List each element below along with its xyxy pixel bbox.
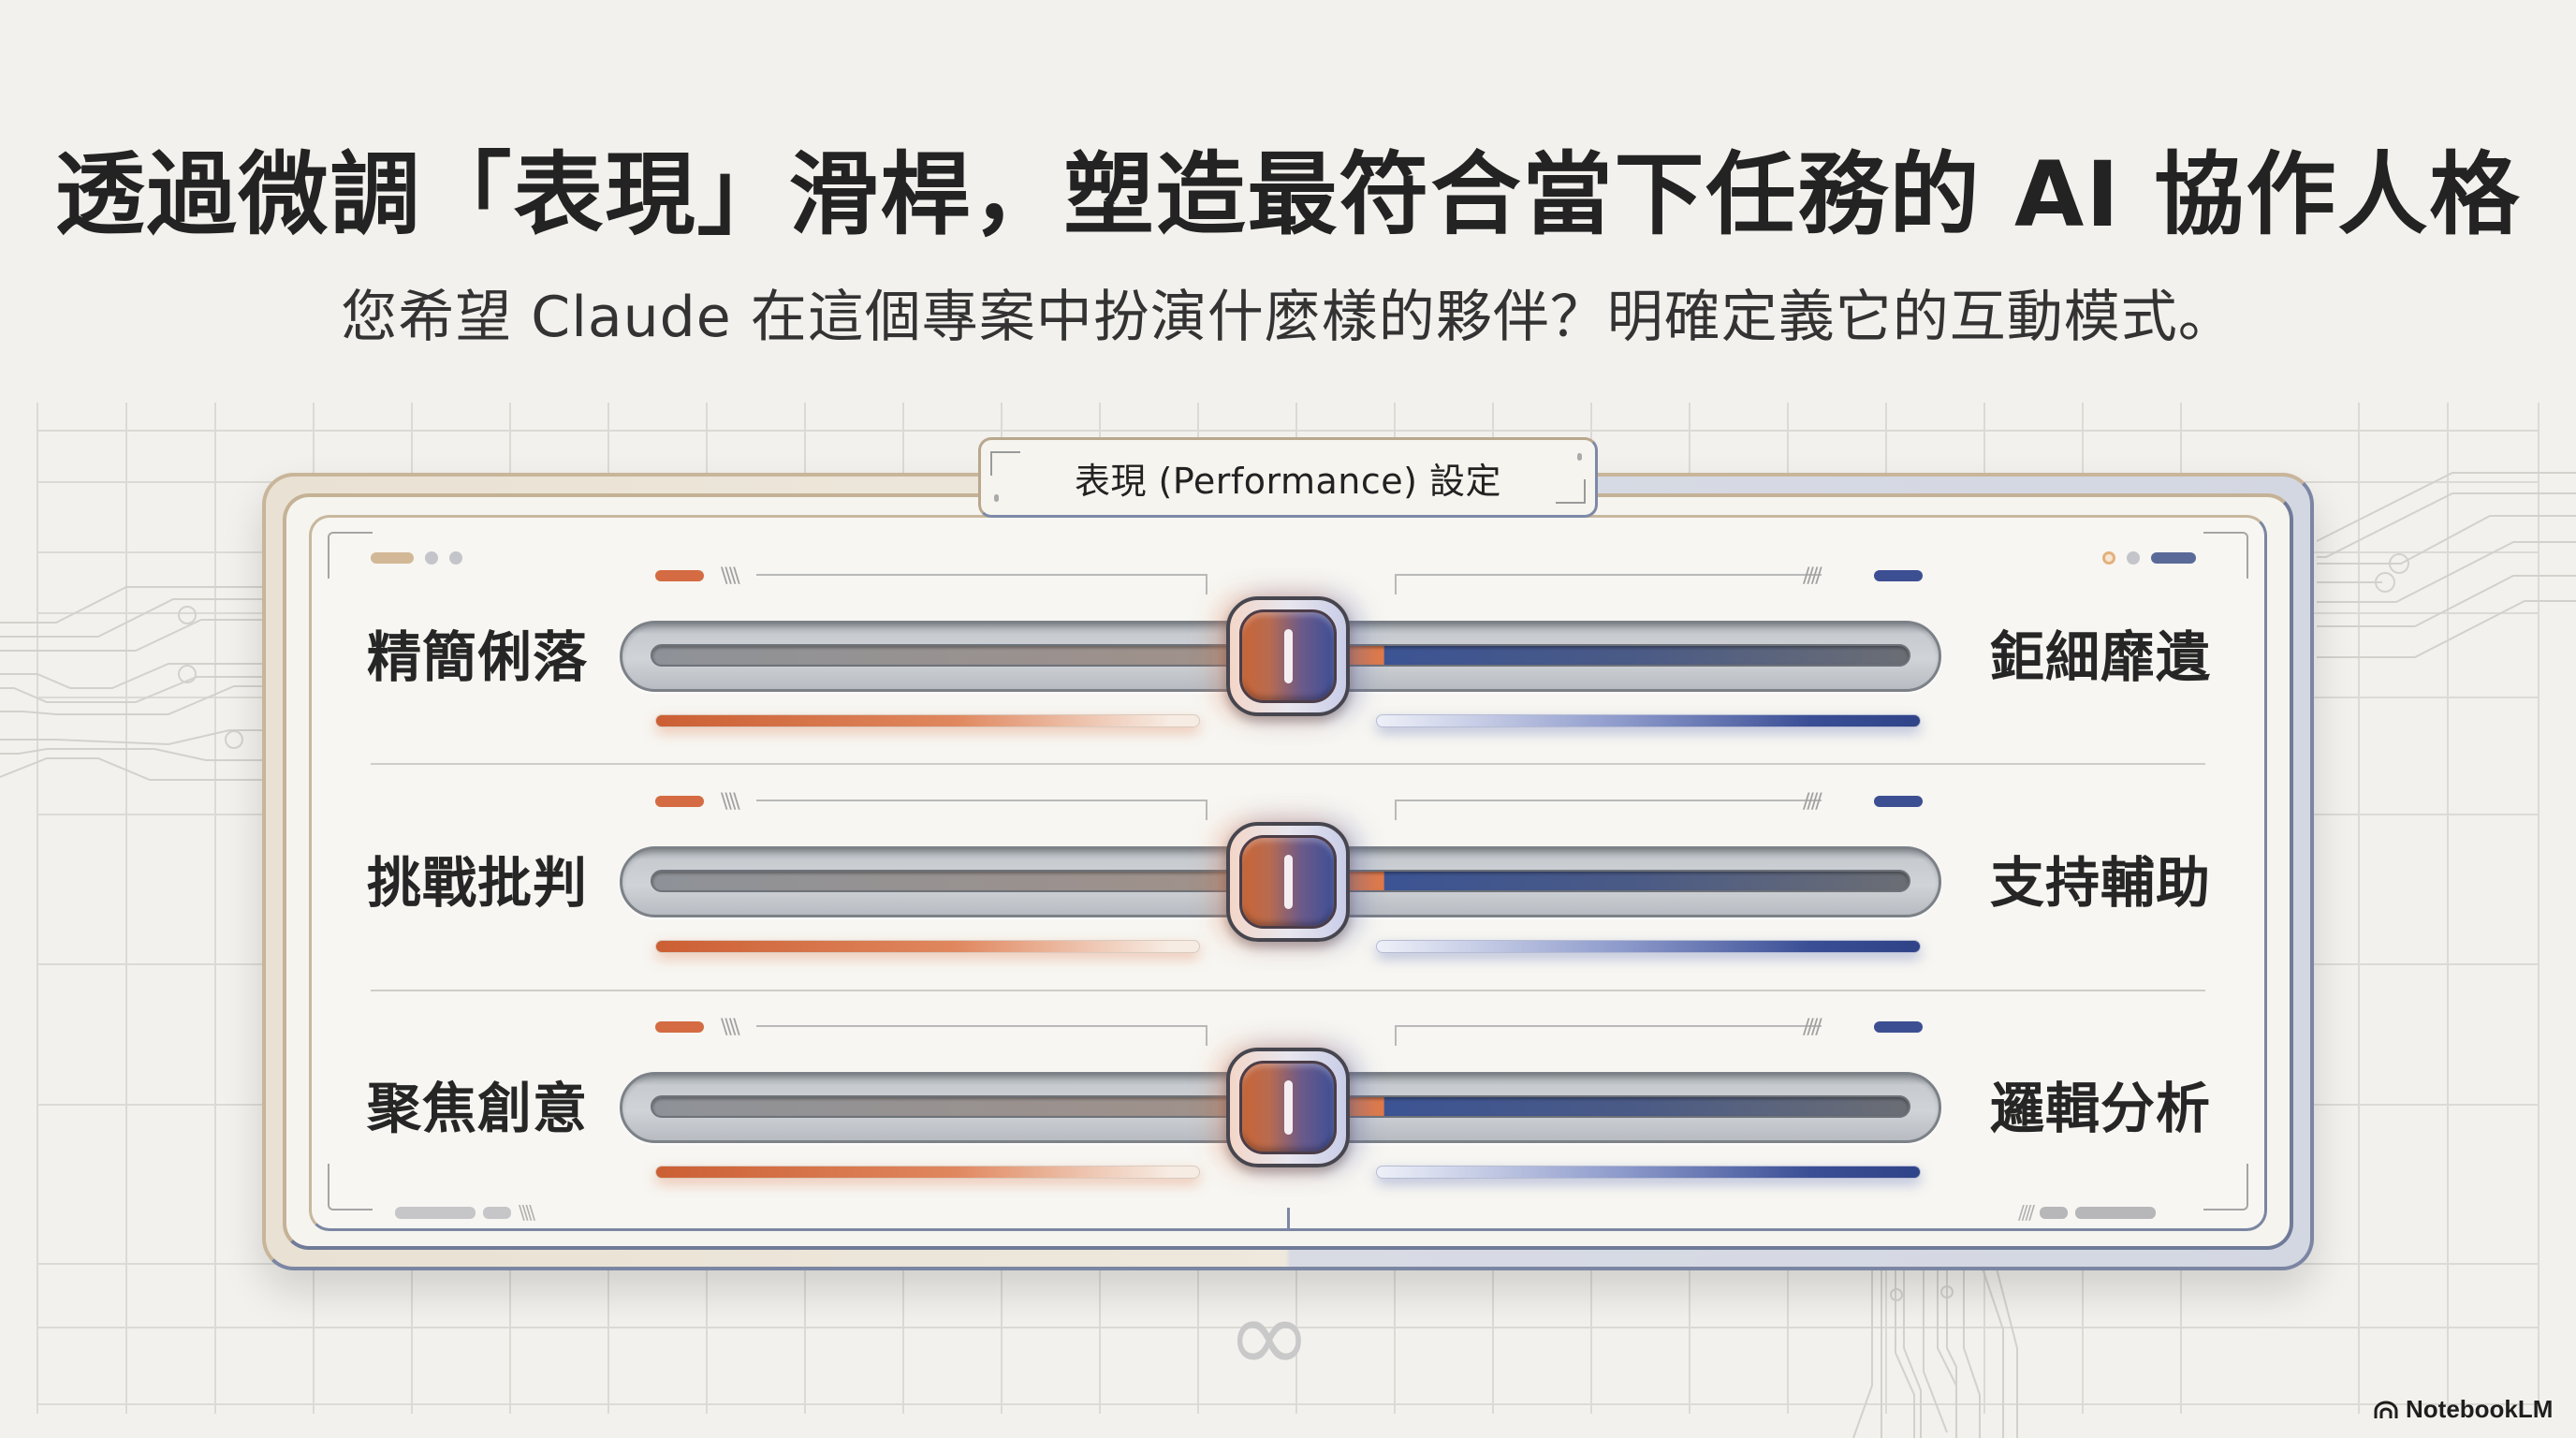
orange-level-bar	[655, 714, 1200, 727]
guide-line	[756, 1025, 1208, 1046]
slider-right-label: 鉅細靡遺	[1990, 625, 2212, 689]
slider-row-2: 挑戰批判 \\\\ //// 支持輔助	[309, 785, 2267, 972]
guide-line	[1395, 1025, 1822, 1046]
knob-face	[1239, 1061, 1337, 1154]
corner-bracket-icon	[1556, 479, 1586, 504]
guide-line	[756, 800, 1208, 820]
deco-pill-icon	[395, 1206, 476, 1219]
slider-left-label: 精簡俐落	[367, 625, 589, 689]
window-indicator-right	[2102, 551, 2196, 565]
grip-icon	[1283, 629, 1293, 683]
blue-level-bar	[1376, 714, 1921, 727]
slider-right-label: 邏輯分析	[1990, 1077, 2212, 1140]
center-marker	[1287, 1208, 1290, 1230]
deco-pill-icon	[483, 1206, 511, 1219]
orange-level-bar	[655, 1166, 1200, 1179]
corner-bracket-icon	[328, 1164, 373, 1211]
orange-indicator-icon	[655, 570, 704, 581]
orange-level-bar	[655, 940, 1200, 953]
status-pill-icon	[371, 552, 414, 564]
hatch-icon: ////	[1803, 565, 1822, 588]
row-divider	[371, 990, 2205, 991]
page-subtitle: 您希望 Claude 在這個專案中扮演什麼樣的夥伴？明確定義它的互動模式。	[341, 285, 2235, 350]
slider-row-3: 聚焦創意 \\\\ //// 邏輯分析	[309, 1010, 2267, 1197]
hatch-icon: \\\\	[721, 1016, 740, 1039]
corner-bracket-icon	[328, 532, 373, 579]
hatch-icon: ////	[1803, 790, 1822, 814]
knob-face	[1239, 609, 1337, 703]
blue-indicator-icon	[1874, 570, 1923, 581]
slider-left-label: 挑戰批判	[367, 851, 589, 915]
row-divider	[371, 763, 2205, 765]
grip-icon	[1283, 855, 1293, 909]
slider-row-1: 精簡俐落 \\\\ //// 鉅細靡遺	[309, 559, 2267, 746]
footer-deco-left: \\\\	[395, 1201, 535, 1224]
status-dot-icon	[2127, 551, 2140, 565]
deco-pill-icon	[2039, 1206, 2068, 1219]
grip-icon	[1283, 1080, 1293, 1135]
guide-line	[1395, 800, 1822, 820]
rivet-icon	[994, 494, 999, 502]
window-indicator-left	[371, 551, 462, 565]
hatch-icon: ////	[2018, 1201, 2035, 1224]
hatch-icon: \\\\	[721, 565, 740, 588]
notebooklm-icon	[2374, 1401, 2398, 1418]
guide-line	[756, 574, 1208, 594]
brand-name: NotebookLM	[2406, 1395, 2554, 1423]
knob-face	[1239, 835, 1337, 929]
footer-deco-right: ////	[2018, 1201, 2156, 1224]
brand-logo: NotebookLM	[2374, 1395, 2553, 1424]
hatch-icon: \\\\	[519, 1201, 535, 1224]
hatch-icon: ////	[1803, 1016, 1822, 1039]
status-dot-icon	[425, 551, 438, 565]
status-ring-icon	[2102, 551, 2115, 565]
orange-indicator-icon	[655, 1021, 704, 1033]
panel-title-tab: 表現 (Performance) 設定	[978, 437, 1598, 518]
infinity-icon: ∞	[1226, 1276, 1312, 1396]
deco-pill-icon	[2074, 1206, 2156, 1219]
blue-level-bar	[1376, 1166, 1921, 1179]
blue-indicator-icon	[1874, 1021, 1923, 1033]
slider-knob[interactable]	[1226, 822, 1350, 942]
blue-indicator-icon	[1874, 796, 1923, 807]
orange-indicator-icon	[655, 796, 704, 807]
slider-knob[interactable]	[1226, 1048, 1350, 1167]
panel-title: 表現 (Performance) 設定	[1074, 460, 1502, 502]
corner-bracket-icon	[2203, 532, 2248, 579]
page-title: 透過微調「表現」滑桿，塑造最符合當下任務的 AI 協作人格	[54, 142, 2522, 247]
corner-bracket-icon	[2203, 1164, 2248, 1211]
guide-line	[1395, 574, 1822, 594]
blue-level-bar	[1376, 940, 1921, 953]
slider-left-label: 聚焦創意	[367, 1077, 589, 1140]
status-pill-icon	[2151, 552, 2196, 564]
corner-bracket-icon	[990, 451, 1020, 476]
rivet-icon	[1577, 453, 1582, 461]
slider-knob[interactable]	[1226, 596, 1350, 716]
slider-right-label: 支持輔助	[1990, 851, 2212, 915]
hatch-icon: \\\\	[721, 790, 740, 814]
status-dot-icon	[449, 551, 462, 565]
